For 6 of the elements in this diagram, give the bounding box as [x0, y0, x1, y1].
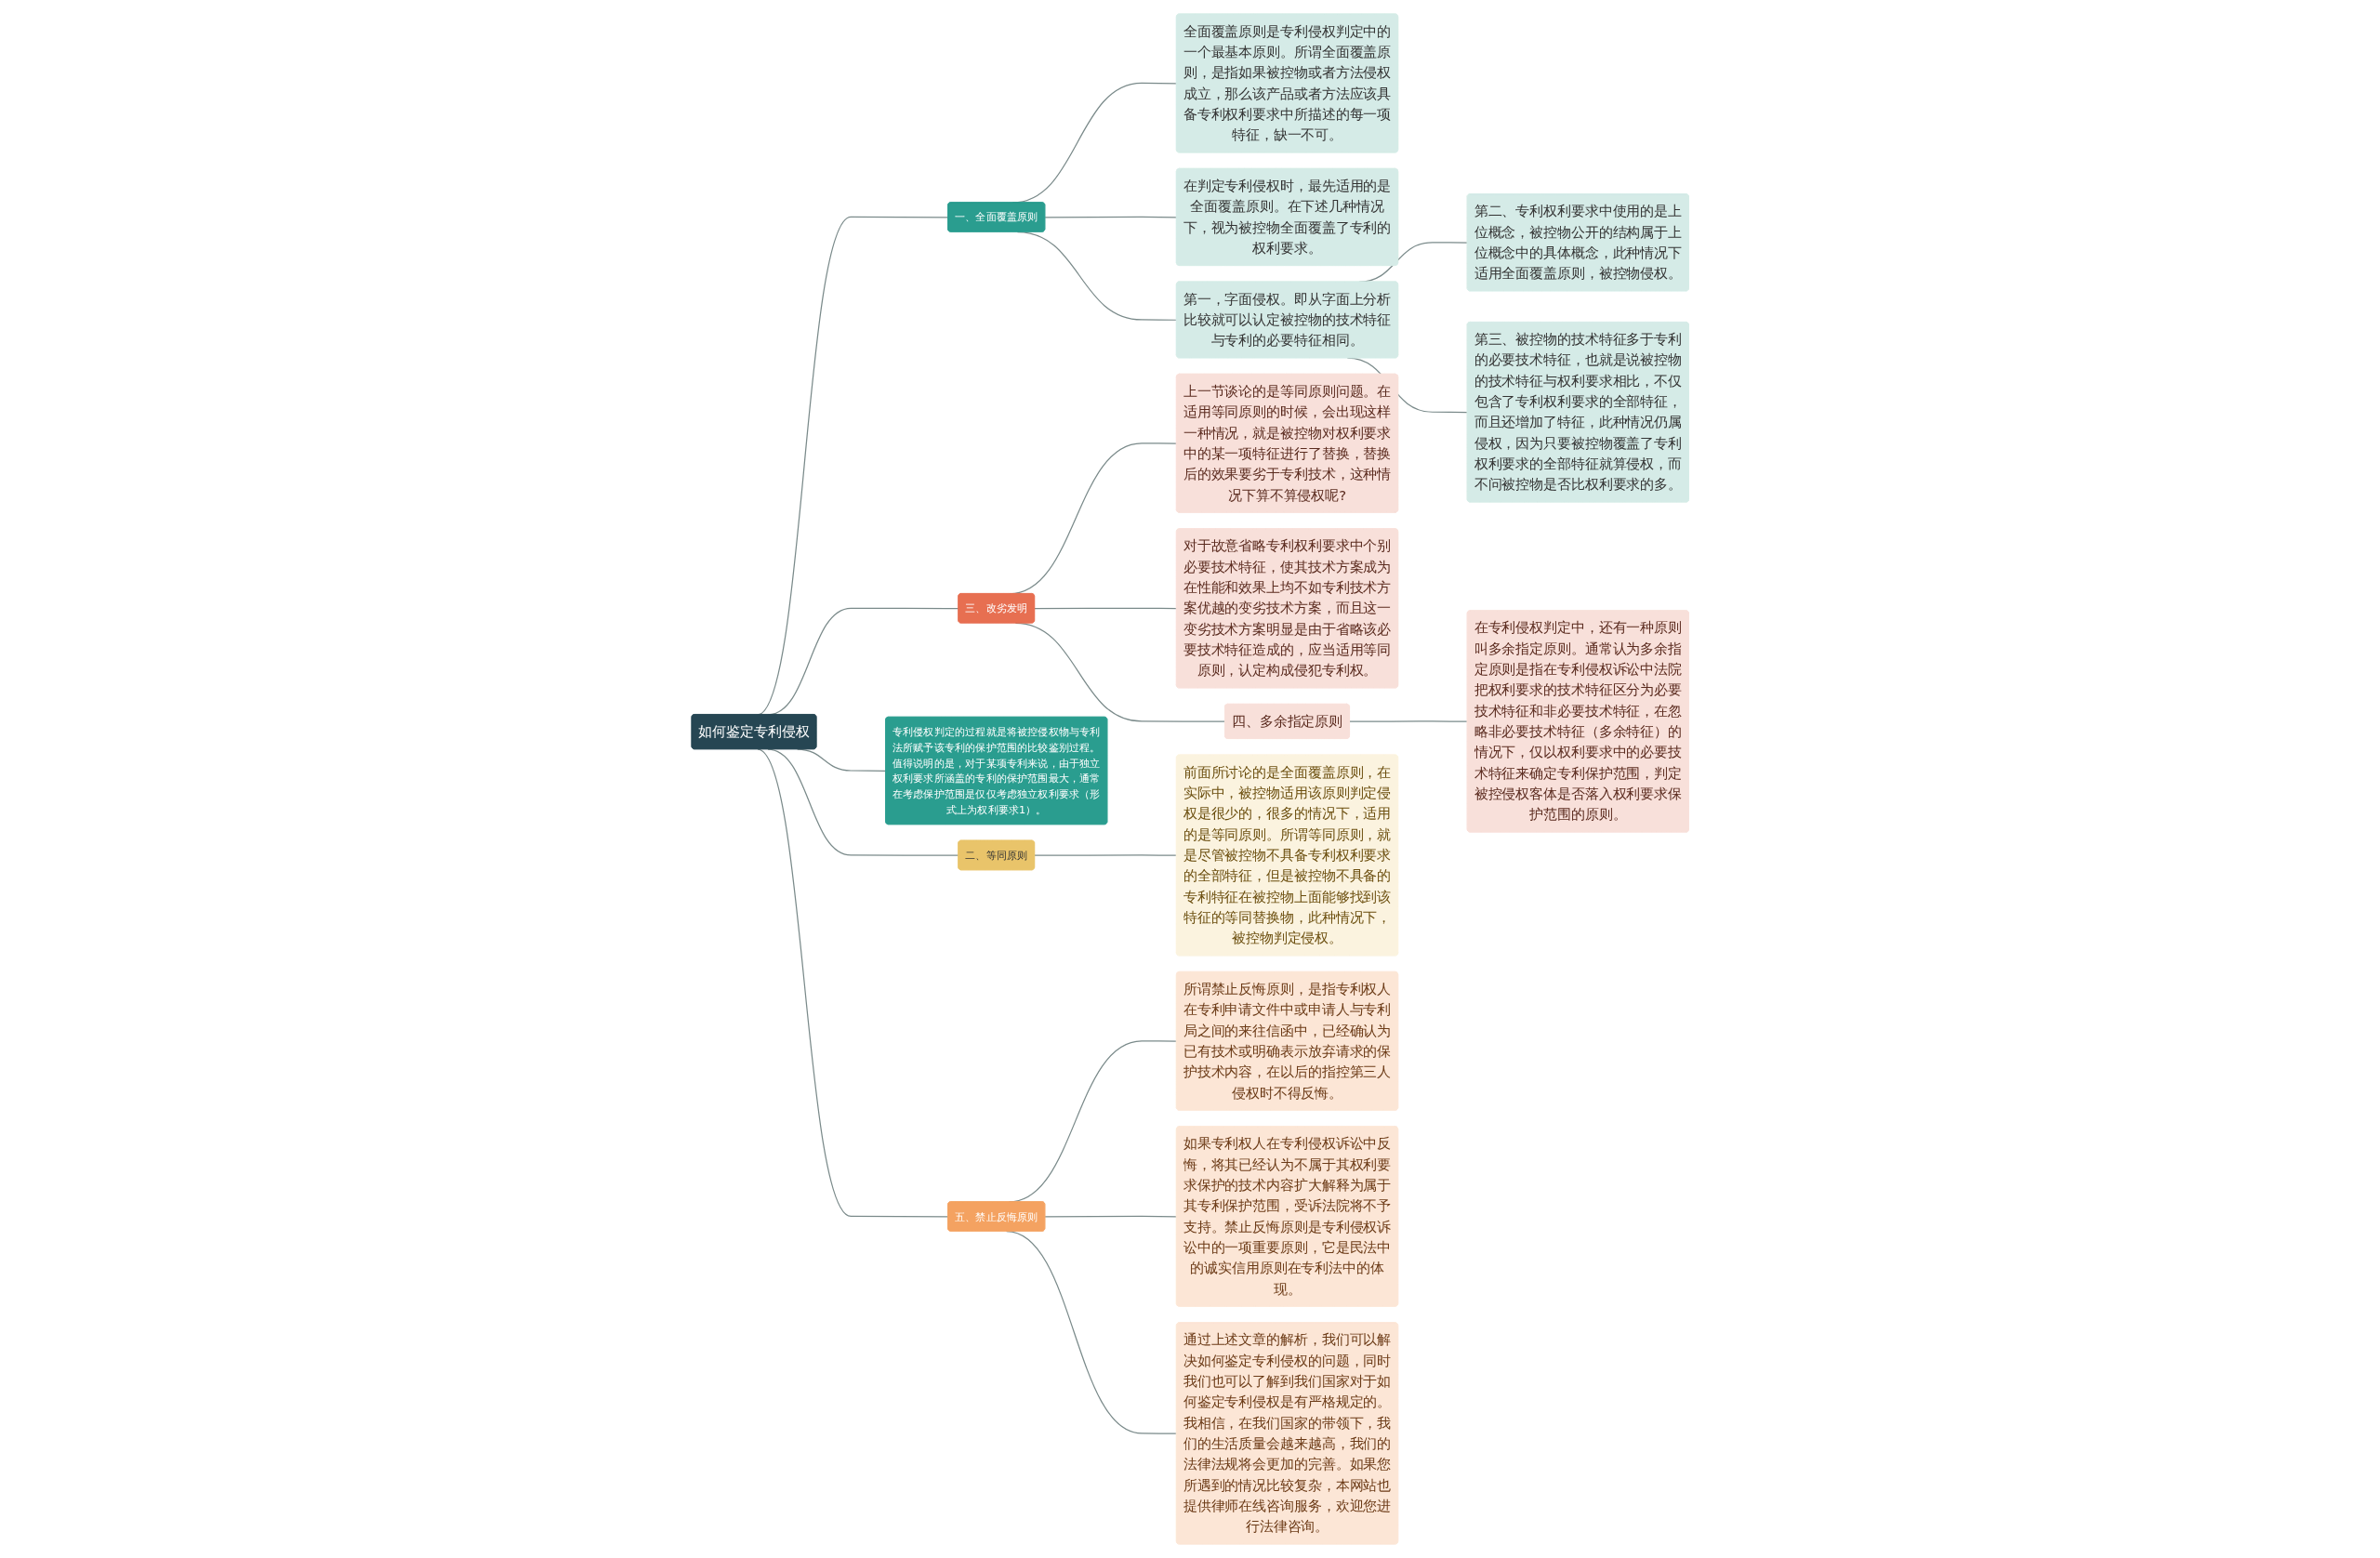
- connector: [1349, 720, 1468, 722]
- connector: [1034, 854, 1178, 856]
- connector: [1044, 216, 1178, 218]
- connector: [1044, 1215, 1178, 1218]
- connector: [757, 748, 949, 1218]
- connector: [1034, 607, 1178, 610]
